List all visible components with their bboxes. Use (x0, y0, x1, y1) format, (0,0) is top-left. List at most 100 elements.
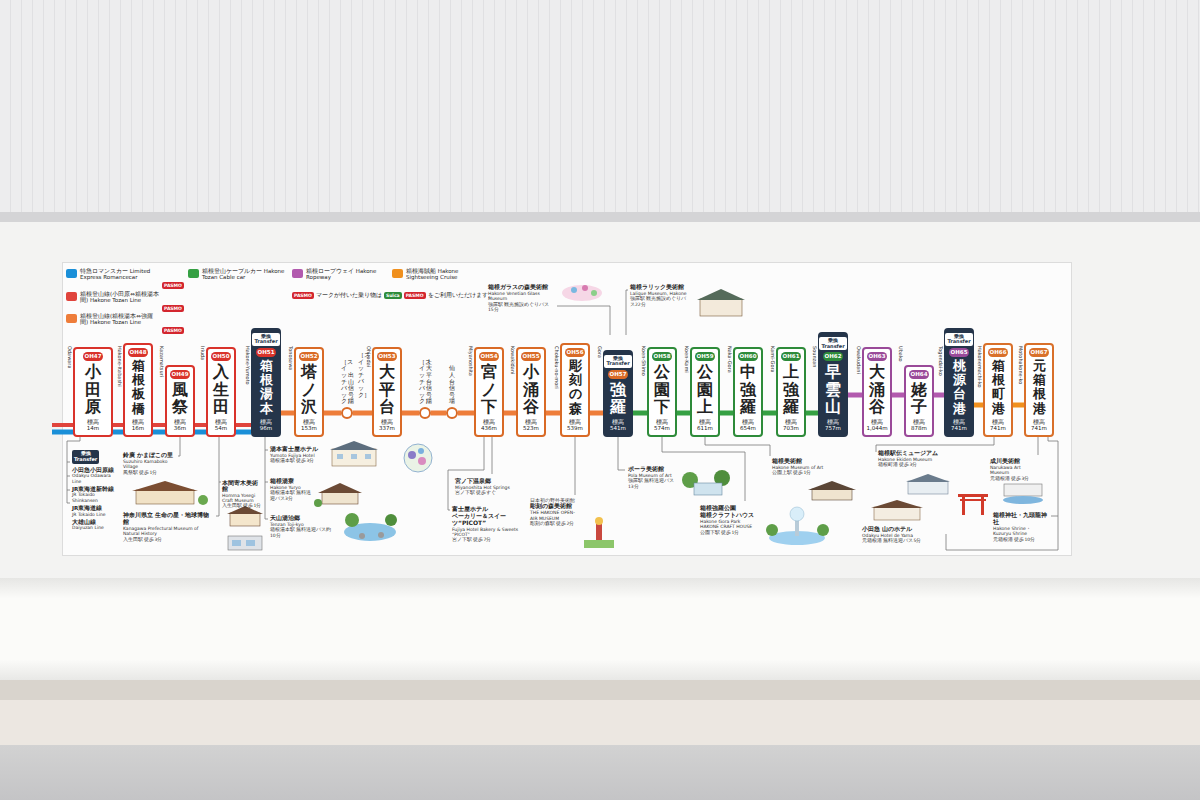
station-romaji: Kazamatsuri (159, 346, 165, 377)
station-number: OH48 (128, 348, 149, 357)
station-romaji: Iriuda (200, 346, 206, 360)
station-romaji: Motohakone-ko (1018, 346, 1024, 384)
leader-line (448, 437, 484, 510)
elevation: 標高 14m (87, 419, 99, 432)
signal-dot (341, 407, 353, 419)
label-group: Ubako (903, 346, 919, 352)
rail-line (1013, 403, 1024, 408)
station-box: OH56彫刻の森標高 539m (560, 343, 590, 437)
signal-station: 仙人台信号場 (446, 365, 458, 419)
label-group: 宮ノ下温泉郷Miyanoshita Hot Springs宮ノ下駅 徒歩すぐ (455, 478, 527, 496)
label-group: 天山湯治郷Tenzan Toji-kyo箱根湯本駅 無料送迎バス約10分 (270, 515, 332, 538)
elevation: 標高 54m (215, 419, 227, 432)
station-number: OH58 (652, 352, 673, 361)
facility-name: JR東海道新幹線 (72, 486, 120, 492)
transfer-station: 乗換 TransferOH57強羅標高 541m (603, 350, 633, 437)
rail-line (974, 403, 983, 408)
facility-name: 小田急小田原線 (72, 467, 120, 473)
tree-sketch (314, 499, 322, 507)
label-group: PASMO (162, 272, 184, 291)
station-box: OH66箱根町港標高 741m (983, 343, 1013, 437)
tree-sketch (385, 514, 397, 526)
station-name: 塔ノ沢 (301, 363, 317, 416)
label-group: 鈴廣 かまぼこの里Suzuhiro Kamaboko Village風祭駅 徒歩… (123, 452, 176, 475)
elevation: 標高 757m (825, 419, 841, 432)
lawn-sketch (584, 540, 614, 548)
facility-detail: 強羅駅 観光施設めぐりバス15分 (488, 302, 554, 313)
label-group: PASMOマークが付いた乗り物はSuicaPASMOをご利用いただけます。 (292, 292, 492, 299)
facility-detail: Odakyu Odawara Line (72, 473, 120, 484)
rail-line (848, 393, 862, 398)
station-box: OH67元箱根港標高 741m (1024, 343, 1054, 437)
flower-sketch (418, 448, 424, 454)
facility-name: 湯本富士屋ホテル (270, 446, 328, 453)
facility-name: 彫刻の森美術館 (530, 503, 582, 510)
facility-detail: 入生田駅 徒歩1分 (222, 503, 262, 508)
facility-detail: Hakone Ekiden Museum (878, 457, 948, 462)
label-group: ［スイッチバック］ (358, 352, 364, 398)
label-group: ポーラ美術館Pola Museum of Art強羅駅 無料送迎バス13分 (628, 466, 680, 489)
facility-name: ポーラ美術館 (628, 466, 680, 473)
facility-name: 箱根ガラスの森美術館 (488, 284, 554, 291)
facility-detail: 箱根湯本駅 無料送迎バス約10分 (270, 527, 332, 538)
torii-sketch (981, 497, 984, 515)
rail-line (195, 423, 206, 427)
elevation: 標高 153m (301, 419, 317, 432)
note-text: マークが付いた乗り物は (316, 292, 382, 299)
facility-detail: Tenzan Toji-kyo (270, 522, 332, 527)
leader-line (492, 437, 493, 474)
torii-sketch (962, 497, 965, 515)
rail-line (281, 411, 294, 416)
ic-card-badge: PASMO (162, 305, 184, 312)
facility-detail: Kanagawa Prefectural Museum of Natural H… (123, 526, 214, 537)
leader-line (575, 437, 576, 495)
legend-text: 箱根海賊船 Hakone Sightseeing Cruise (406, 268, 486, 281)
glass-garden-sketch (562, 285, 602, 301)
station-number: OH47 (83, 352, 104, 361)
building-sketch (136, 490, 194, 504)
legend-item: 箱根登山線(小田原⇔箱根湯本間) Hakone Tozan Line (66, 291, 160, 304)
station-number: OH56 (565, 348, 586, 357)
leader-line (216, 437, 219, 516)
station-box: OH59公園上標高 611m (690, 347, 720, 437)
station-box: OH54宮ノ下標高 436m (474, 347, 504, 437)
text-columns: 出山信号場［スイッチバック］ (341, 359, 354, 405)
facility-detail: 強羅駅 観光施設めぐりバス22分 (630, 296, 690, 307)
legend-text: 特急ロマンスカー Limited Express Romancecar (80, 268, 160, 281)
facility-name: 成川美術館 (990, 458, 1038, 465)
legend-swatch (66, 292, 77, 301)
facility-detail: 箱根湯本駅 徒歩3分 (270, 458, 328, 463)
station-name: 大平台 (379, 363, 395, 416)
label-group: PASMO (162, 317, 184, 336)
facility-detail: 入生田駅 徒歩3分 (123, 537, 214, 542)
facility-name: ベーカリー＆スイーツ“PICOT” (452, 513, 524, 527)
signal-station: 上大平台信号場［スイッチバック］ (419, 359, 432, 419)
facility-detail: THE HAKONE OPEN-AIR MUSEUM (530, 510, 582, 521)
facility-name: 神奈川県立 生命の星・地球博物館 (123, 512, 214, 526)
elevation: 標高 574m (654, 419, 670, 432)
elevation: 標高 541m (610, 419, 626, 432)
museum-sketch (1004, 484, 1042, 496)
rail-stub (52, 423, 74, 427)
label-group: 箱根駅伝ミュージアムHakone Ekiden Museum箱根町港 徒歩3分 (878, 450, 948, 468)
museum-sketch (228, 536, 262, 550)
roof-sketch (697, 289, 745, 300)
ic-card-badge: PASMO (162, 282, 184, 289)
hotel-sketch (332, 449, 376, 466)
station-name: 上強羅 (783, 363, 799, 416)
ic-card-badge: PASMO (292, 292, 314, 299)
legend-text: 箱根ロープウェイ Hakone Ropeway (306, 268, 386, 281)
station-romaji: Koen-Shimo (641, 346, 647, 376)
bracket-tick (67, 476, 70, 477)
window-frame (0, 745, 1200, 800)
station-romaji: Togendai-ko (938, 346, 944, 376)
rail-line (677, 411, 690, 416)
station-romaji: Miyanoshita (468, 346, 474, 376)
facility-detail: Narukawa Art Museum (990, 465, 1038, 476)
hotel-sketch (874, 507, 920, 520)
elevation: 標高 703m (783, 419, 799, 432)
label-group: 乗換 Transfer小田急小田原線Odakyu Odawara LineJR東… (72, 446, 120, 531)
flower-sketch (418, 457, 426, 465)
transfer-badge: 乗換 Transfer (819, 337, 846, 351)
elevation: 標高 1,044m (866, 419, 887, 432)
